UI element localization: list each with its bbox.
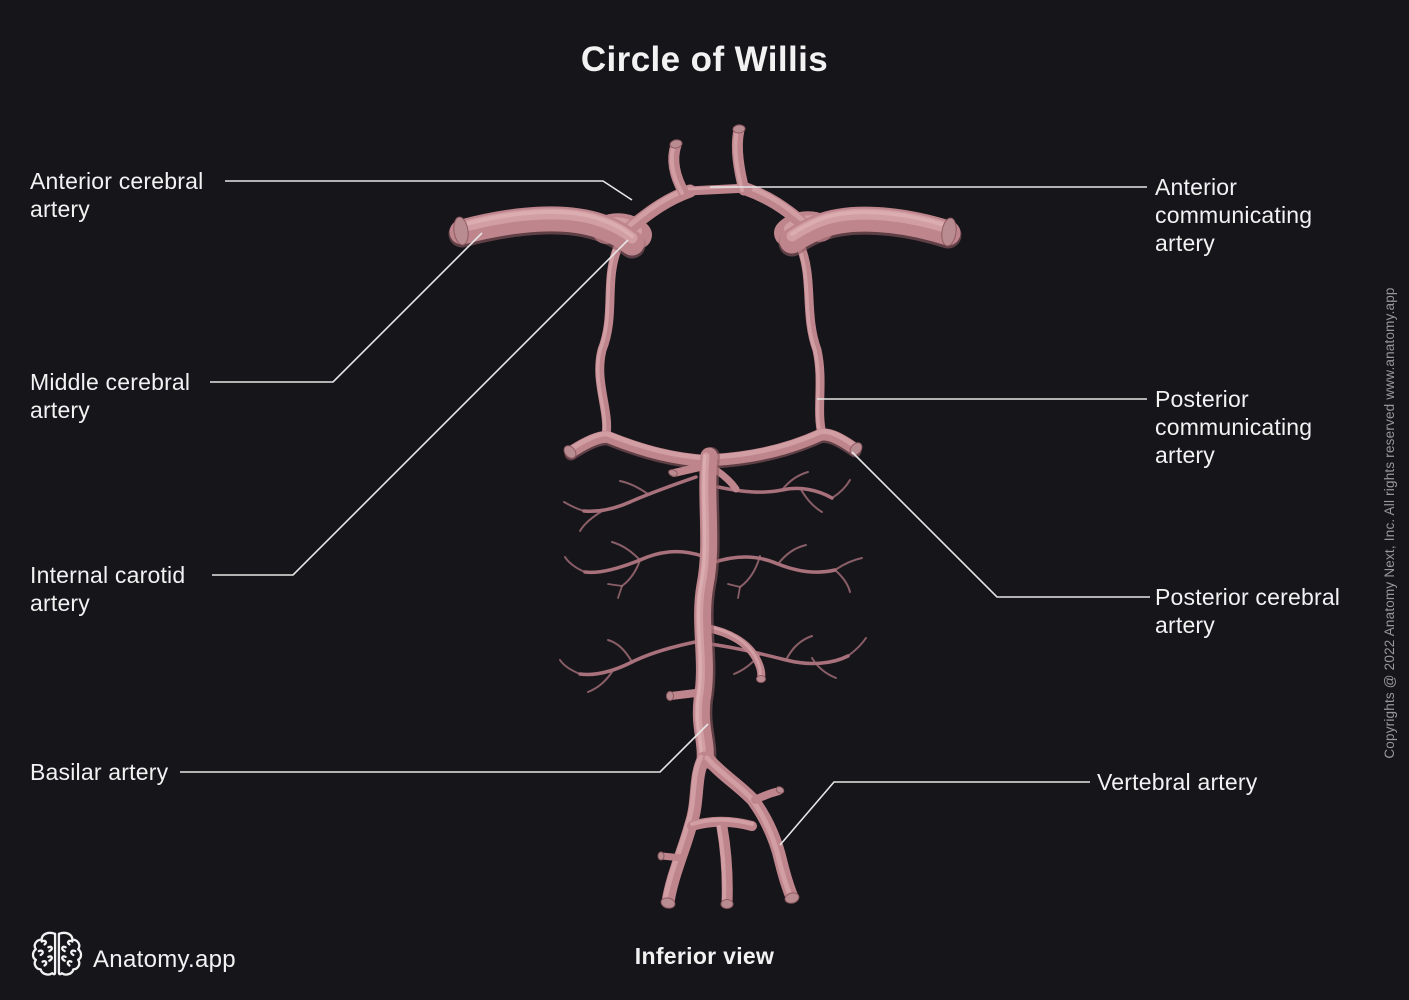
label-line: Basilar artery <box>30 759 169 785</box>
anterior-cerebral-arteries-graphic <box>630 124 806 228</box>
vertebral-artery-leader-line <box>779 781 1090 846</box>
view-caption: Inferior view <box>634 943 775 969</box>
middle-cerebral-arteries-graphic <box>452 212 958 247</box>
label-line: artery <box>1155 442 1215 468</box>
posterior-cerebral-artery-leader-line <box>851 451 1150 598</box>
label-line: artery <box>1155 612 1215 638</box>
label-line: artery <box>30 397 90 423</box>
label-line: artery <box>30 590 90 616</box>
label-internal-carotid-artery: Internal carotid artery <box>30 561 185 617</box>
label-anterior-cerebral-artery: Anterior cerebral artery <box>30 167 203 223</box>
vertebral-arteries-graphic <box>657 757 800 909</box>
anterior-cerebral-artery-leader-line <box>225 180 633 201</box>
label-line: Posterior cerebral <box>1155 584 1341 610</box>
anterior-inferior-cerebellar-artery-graphic <box>666 626 766 701</box>
internal-carotid-artery-leader-line <box>212 239 629 576</box>
anatomy-app-brain-logo-icon <box>31 931 83 976</box>
label-line: Anterior cerebral <box>30 168 204 194</box>
label-line: Internal carotid <box>30 562 186 588</box>
label-line: artery <box>30 196 90 222</box>
label-anterior-communicating-artery: Anterior communicating artery <box>1155 173 1312 257</box>
basilar-artery-graphic <box>697 456 711 760</box>
label-line: communicating <box>1155 414 1313 440</box>
label-line: artery <box>1155 230 1215 256</box>
page-title: Circle of Willis <box>580 40 829 79</box>
leader-lines <box>180 180 1150 846</box>
label-line: Vertebral artery <box>1097 769 1258 795</box>
label-posterior-cerebral-artery: Posterior cerebral artery <box>1155 583 1340 639</box>
copyright-text: Copyrights @ 2022 Anatomy Next, Inc. All… <box>1382 287 1397 759</box>
pontine-branches-graphic <box>559 471 867 693</box>
label-middle-cerebral-artery: Middle cerebral artery <box>30 368 190 424</box>
label-basilar-artery: Basilar artery <box>30 758 168 786</box>
posterior-communicating-arteries-graphic <box>598 245 822 436</box>
label-posterior-communicating-artery: Posterior communicating artery <box>1155 385 1312 469</box>
brand-name: Anatomy.app <box>93 946 236 973</box>
label-vertebral-artery: Vertebral artery <box>1097 768 1257 796</box>
middle-cerebral-artery-leader-line <box>210 232 483 383</box>
label-line: Posterior <box>1155 386 1249 412</box>
label-line: Middle cerebral <box>30 369 191 395</box>
label-line: communicating <box>1155 202 1313 228</box>
basilar-artery-leader-line <box>180 723 709 773</box>
label-line: Anterior <box>1155 174 1238 200</box>
